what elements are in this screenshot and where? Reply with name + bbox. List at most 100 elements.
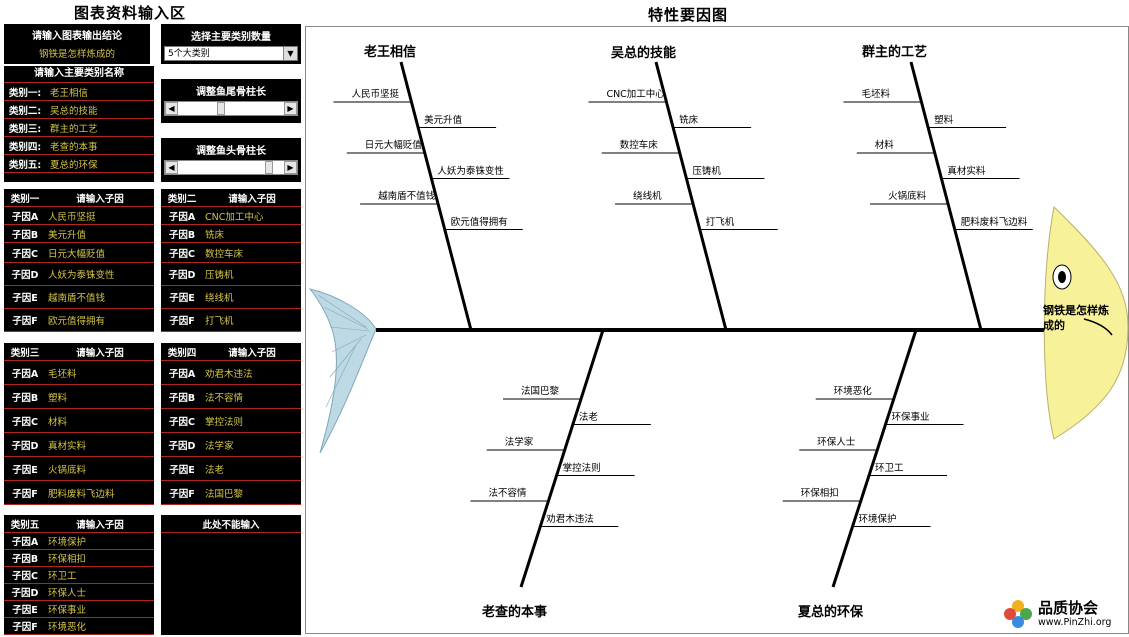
factor-key: 子因C [169, 248, 195, 260]
group-name: 类别二 [167, 193, 197, 205]
category-name-input[interactable]: 老王相信 [50, 87, 89, 99]
factor-input[interactable]: 环保相扣 [48, 554, 87, 565]
factor-row: 子因A 环境保护 [4, 533, 154, 550]
factor-input[interactable]: 火锅底料 [48, 464, 87, 476]
category-name-input[interactable]: 群主的工艺 [50, 123, 98, 135]
scroll-right-icon[interactable]: ▶ [284, 161, 297, 174]
category-name-row: 类别三: 群主的工艺 [4, 119, 154, 137]
factor-input[interactable]: CNC加工中心 [205, 211, 264, 223]
category-key: 类别二: [8, 105, 42, 117]
factor-row: 子因A 人民币坚挺 [4, 207, 154, 225]
scroll-right-icon[interactable]: ▶ [284, 102, 297, 115]
fish-head-text: 钢铁是怎样炼成的 [1043, 304, 1109, 332]
factor-input[interactable]: 法国巴黎 [205, 488, 244, 500]
factor-row: 子因C 掌控法则 [161, 409, 301, 433]
conclusion-header: 请输入图表输出结论 [32, 31, 122, 42]
tail-length-scrollbar[interactable]: ◀ ▶ [164, 101, 298, 116]
main-count-dropdown[interactable]: 5个大类别 ▼ [164, 46, 298, 61]
factor-input[interactable]: 欧元值得拥有 [48, 316, 106, 327]
factor-row: 子因A 劝君木违法 [161, 361, 301, 385]
factor-row: 子因B 塑料 [4, 385, 154, 409]
factor-key: 子因A [168, 368, 196, 380]
chevron-down-icon[interactable]: ▼ [283, 47, 297, 60]
factor-input[interactable]: 环保人士 [48, 588, 87, 599]
factor-input[interactable]: 环卫工 [48, 571, 77, 582]
category-label: 老查的本事 [482, 605, 548, 620]
category-key: 类别五: [8, 159, 42, 171]
factor-label: 法国巴黎 [520, 386, 559, 397]
factor-input[interactable]: 越南盾不值钱 [48, 293, 106, 304]
factor-input[interactable]: 材料 [48, 416, 68, 428]
factor-key: 子因C [12, 248, 38, 260]
factor-input[interactable]: 掌控法则 [205, 416, 244, 428]
factor-input[interactable]: 绕线机 [205, 293, 234, 304]
scroll-thumb[interactable] [217, 102, 225, 115]
factor-label: 人妖为泰铢变性 [437, 165, 504, 177]
factor-input[interactable]: 法学家 [205, 440, 234, 452]
fish-tail [308, 288, 377, 454]
factor-input[interactable]: 法老 [205, 464, 225, 476]
factor-input[interactable]: 人民币坚挺 [48, 211, 96, 223]
factor-row: 子因A 毛坯料 [4, 361, 154, 385]
factor-input[interactable]: 日元大幅贬值 [48, 248, 106, 260]
factor-label: 越南盾不值钱 [378, 191, 436, 202]
locked-header: 此处不能输入 [161, 515, 301, 533]
factor-row: 子因E 越南盾不值钱 [4, 286, 154, 309]
factor-input[interactable]: 压铸机 [205, 270, 234, 281]
factor-input[interactable]: 劝君木违法 [205, 368, 253, 380]
factor-input[interactable]: 肥料废料飞边料 [48, 488, 115, 500]
factor-key: 子因D [168, 440, 196, 452]
factor-label: 法学家 [504, 437, 534, 448]
category-label: 老王相信 [364, 45, 417, 60]
factor-table: 类别五 请输入子因 子因A 环境保护 子因B 环保相扣 子因C 环卫工 子因D … [4, 515, 154, 635]
category-key: 类别三: [8, 123, 42, 135]
factor-input[interactable]: 真材实料 [48, 440, 87, 452]
main-count-value: 5个大类别 [168, 49, 210, 59]
factor-label: 欧元值得拥有 [450, 216, 508, 228]
category-name-input[interactable]: 夏总的环保 [50, 159, 98, 171]
factor-label: 人民币坚挺 [351, 89, 399, 100]
factor-row: 子因F 欧元值得拥有 [4, 309, 154, 332]
factor-key: 子因C [12, 571, 38, 582]
factor-row: 子因C 材料 [4, 409, 154, 433]
factor-key: 子因D [11, 270, 39, 281]
factor-input[interactable]: 塑料 [48, 392, 68, 404]
category-name-input[interactable]: 老查的本事 [50, 141, 98, 153]
factor-label: 法老 [578, 411, 598, 423]
factor-row: 子因F 肥料废料飞边料 [4, 481, 154, 505]
factor-key: 子因F [12, 622, 38, 633]
factor-label: 环卫工 [875, 462, 904, 474]
factor-input[interactable]: 环境保护 [48, 537, 87, 548]
fish-head [1043, 205, 1129, 440]
factor-input[interactable]: 数控车床 [205, 248, 244, 260]
factor-key: 子因D [11, 588, 39, 599]
factor-row: 子因E 火锅底料 [4, 457, 154, 481]
factor-table-header: 类别三 请输入子因 [4, 343, 154, 361]
factor-input[interactable]: 美元升值 [48, 229, 87, 241]
factor-header-label: 请输入子因 [228, 193, 276, 205]
category-bone [399, 61, 473, 331]
factor-input[interactable]: 铣床 [205, 229, 225, 241]
main-count-header: 选择主要类别数量 [191, 32, 271, 43]
factor-key: 子因F [169, 488, 195, 500]
factor-table: 类别二 请输入子因 子因A CNC加工中心 子因B 铣床 子因C 数控车床 子因… [161, 189, 301, 332]
scroll-thumb[interactable] [265, 161, 273, 174]
scroll-left-icon[interactable]: ◀ [165, 102, 178, 115]
factor-input[interactable]: 环保事业 [48, 605, 87, 616]
factor-label: 数控车床 [619, 140, 658, 151]
head-length-scrollbar[interactable]: ◀ ▶ [164, 160, 298, 175]
conclusion-input[interactable]: 钢铁是怎样炼成的 [38, 49, 115, 60]
factor-row: 子因F 打飞机 [161, 309, 301, 332]
category-bone [909, 61, 983, 331]
factor-input[interactable]: 毛坯料 [48, 368, 77, 380]
category-key: 类别四: [8, 141, 42, 153]
scroll-left-icon[interactable]: ◀ [165, 161, 178, 174]
factor-input[interactable]: 人妖为泰铢变性 [48, 270, 115, 281]
category-name-input[interactable]: 吴总的技能 [50, 105, 98, 117]
factor-input[interactable]: 环境恶化 [48, 622, 87, 633]
fishbone-diagram: 老王相信人民币坚挺美元升值日元大幅贬值人妖为泰铢变性越南盾不值钱欧元值得拥有吴总… [305, 26, 1129, 634]
factor-input[interactable]: 法不容情 [205, 392, 244, 404]
factor-input[interactable]: 打飞机 [205, 316, 234, 327]
fishbone-svg [308, 61, 1129, 588]
category-label: 夏总的环保 [798, 605, 864, 620]
